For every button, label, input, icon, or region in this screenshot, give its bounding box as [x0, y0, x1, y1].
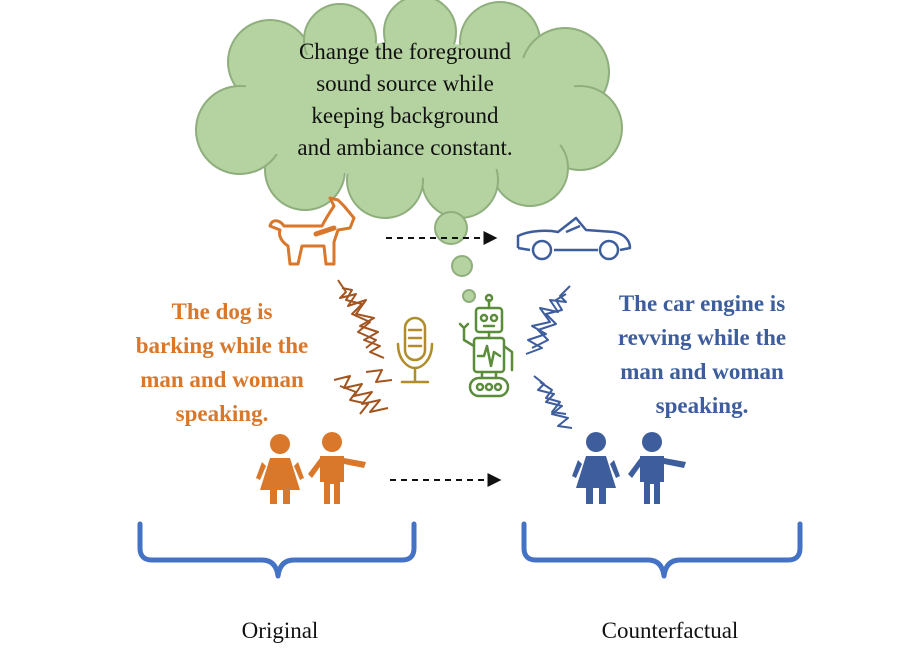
original-caption-line: barking while the — [135, 333, 309, 358]
dog-icon — [268, 196, 356, 266]
cloud-instruction-text: Change the foreground sound source while… — [240, 36, 570, 164]
thought-bubbles — [434, 211, 476, 303]
people-icon — [256, 432, 366, 504]
original-caption: The dog is barking while the man and wom… — [112, 295, 332, 431]
counterfactual-caption-line: The car engine is — [618, 291, 786, 316]
microphone-icon — [396, 316, 434, 384]
cloud-line: and ambiance constant. — [297, 135, 513, 160]
thought-cloud-icon — [195, 0, 623, 219]
original-caption-line: man and woman — [140, 367, 304, 392]
sound-wave-icon — [333, 279, 393, 415]
dashed-arrow-icon — [386, 231, 502, 487]
robot-icon — [458, 293, 514, 398]
original-caption-line: speaking. — [175, 401, 269, 426]
counterfactual-label: Counterfactual — [601, 618, 739, 643]
counterfactual-caption-line: man and woman — [620, 359, 784, 384]
cloud-line: keeping background — [311, 103, 499, 128]
counterfactual-caption: The car engine is revving while the man … — [588, 287, 816, 423]
counterfactual-caption-line: revving while the — [617, 325, 787, 350]
cloud-line: Change the foreground — [298, 39, 512, 64]
original-caption-line: The dog is — [171, 299, 273, 324]
sound-wave-icon — [525, 285, 573, 429]
cloud-line: sound source while — [316, 71, 494, 96]
people-icon — [572, 432, 686, 504]
counterfactual-caption-line: speaking. — [655, 393, 749, 418]
original-label: Original — [241, 618, 319, 643]
car-icon — [516, 216, 632, 261]
brace-icon — [137, 521, 803, 579]
